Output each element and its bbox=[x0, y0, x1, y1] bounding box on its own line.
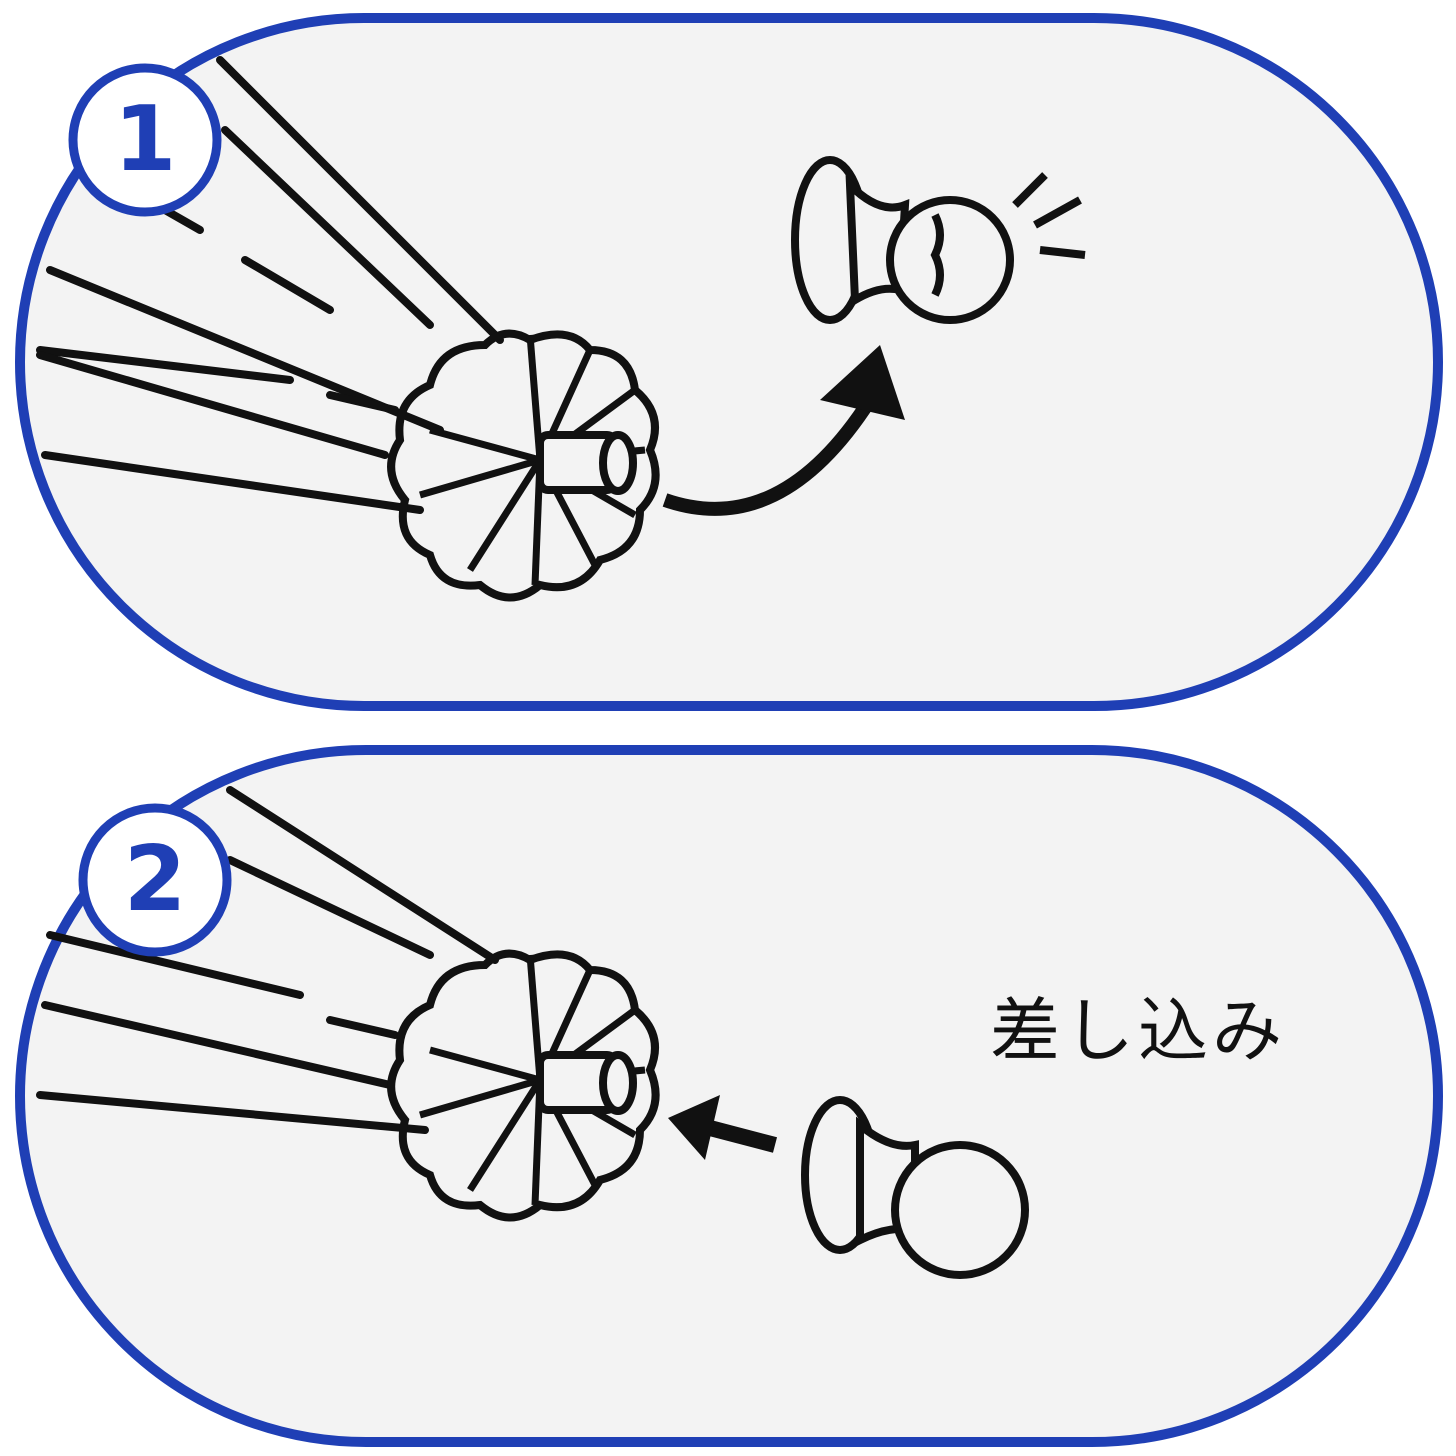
step-1-panel bbox=[15, 13, 1443, 711]
step-2-panel bbox=[15, 745, 1443, 1447]
step-1-number: 1 bbox=[113, 87, 177, 192]
insert-caption: 差し込み bbox=[990, 990, 1286, 1072]
new-tip-icon bbox=[801, 1096, 1029, 1279]
left-arrow-icon bbox=[668, 1095, 778, 1160]
step-2-number: 2 bbox=[123, 827, 187, 932]
arrow-head bbox=[820, 345, 905, 420]
step-1-badge bbox=[68, 63, 222, 217]
step-2-badge bbox=[78, 803, 232, 957]
umbrella-ribs-1 bbox=[36, 56, 504, 514]
curved-arrow-icon bbox=[662, 396, 876, 516]
broken-tip-icon bbox=[791, 156, 1086, 324]
umbrella-ribs-2 bbox=[36, 786, 499, 1134]
